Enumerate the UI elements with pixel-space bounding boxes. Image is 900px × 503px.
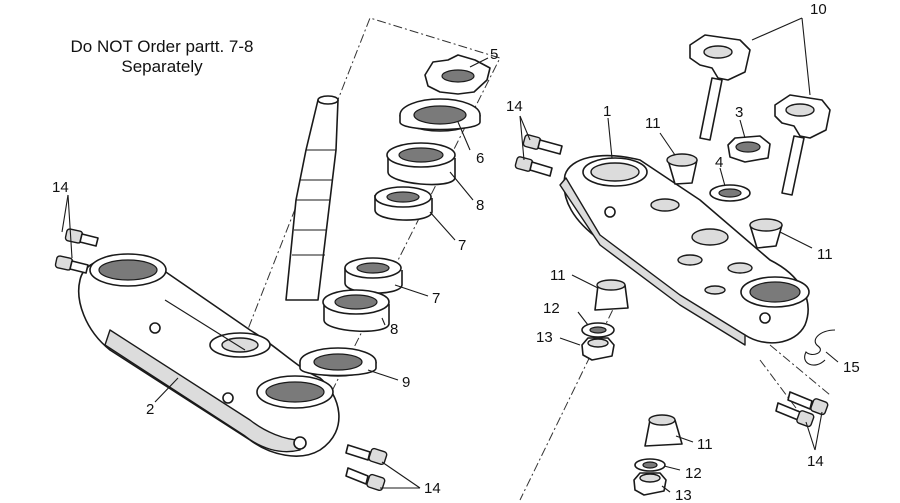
- callout-4: 4: [715, 154, 723, 171]
- callout-11-right: 11: [817, 246, 833, 263]
- upper-triple-clamp: [559, 154, 810, 346]
- spring-clip: [804, 329, 836, 366]
- washer-upper-clamp: [709, 184, 751, 202]
- callout-8-lower: 8: [390, 321, 398, 338]
- hex-nut: [727, 135, 771, 163]
- ordering-note-line-1: Do NOT Order partt. 7-8: [71, 37, 254, 56]
- callout-6: 6: [476, 150, 484, 167]
- callout-12-bottom: 12: [685, 465, 702, 482]
- washers-and-nuts: [581, 322, 667, 496]
- callout-14-left: 14: [52, 179, 69, 196]
- bearing-lower: [344, 257, 403, 294]
- handlebar-risers: [689, 34, 831, 196]
- leader-lines: [61, 17, 839, 493]
- bearing-race-lower: [322, 289, 390, 333]
- ordering-note-line-2: Separately: [121, 57, 203, 76]
- callout-14-right: 14: [807, 453, 824, 470]
- callout-7-upper: 7: [458, 237, 466, 254]
- callout-10: 10: [810, 1, 827, 18]
- callout-13-middle: 13: [536, 329, 553, 346]
- callout-numbers: 1 2 3 4 5 6 7 7 8 8 9 10 11 11 11 11 12 …: [52, 1, 860, 503]
- callout-11-riser: 11: [645, 115, 661, 132]
- callout-14-bottom: 14: [424, 480, 441, 497]
- ring-nut: [424, 54, 491, 95]
- callout-11-middle: 11: [550, 267, 566, 284]
- callout-12-middle: 12: [543, 300, 560, 317]
- callout-7-lower: 7: [432, 290, 440, 307]
- callout-15: 15: [843, 359, 860, 376]
- callout-1: 1: [603, 103, 611, 120]
- bolts-upper-clamp-left: [514, 134, 563, 177]
- callout-11-bottom: 11: [697, 436, 713, 453]
- bearing-race-upper: [386, 142, 456, 186]
- bolts-lower-clamp-left: [54, 228, 99, 274]
- callout-8-upper: 8: [476, 197, 484, 214]
- washer-top: [399, 98, 481, 132]
- callout-5: 5: [490, 46, 498, 63]
- bolts-lower-clamp-bottom: [345, 444, 388, 492]
- lower-triple-clamp: [78, 95, 340, 457]
- callout-9: 9: [402, 374, 410, 391]
- callout-14-upper-clamp: 14: [506, 98, 523, 115]
- bearing-upper: [374, 186, 433, 221]
- callout-2: 2: [146, 401, 154, 418]
- callout-3: 3: [735, 104, 743, 121]
- rubber-bushes: [594, 153, 783, 447]
- dust-seal: [299, 347, 377, 377]
- bolts-upper-clamp-right: [775, 391, 829, 428]
- callout-13-bottom: 13: [675, 487, 692, 503]
